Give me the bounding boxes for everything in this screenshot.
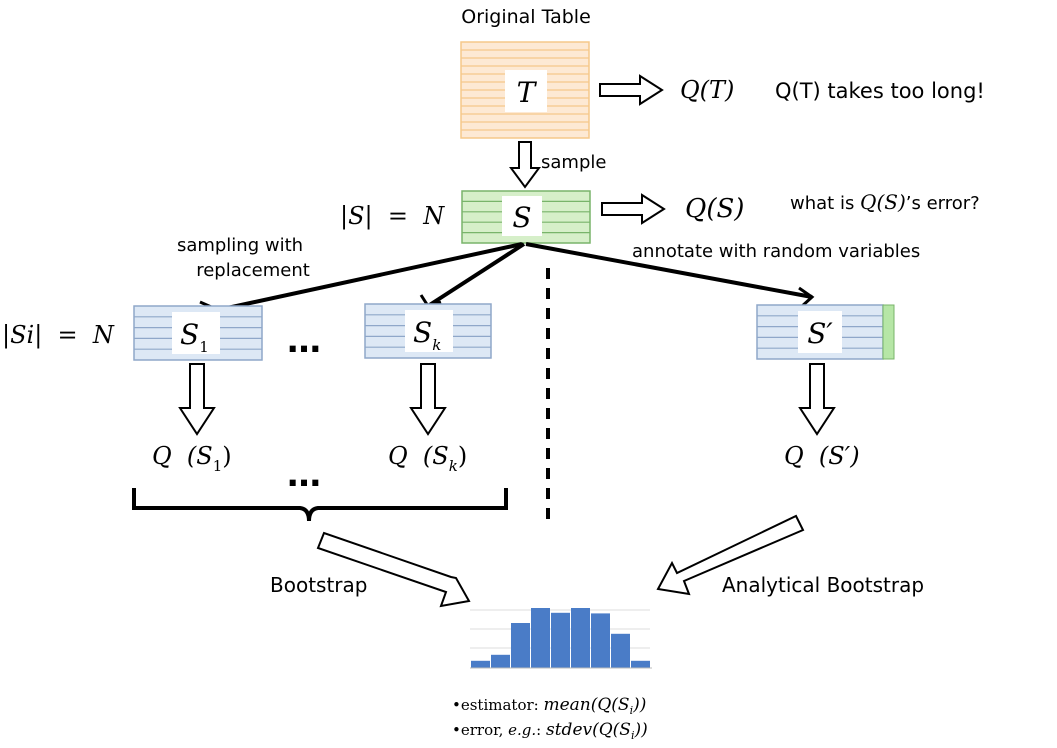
table-label-sprime: S′: [807, 317, 833, 350]
sample-table: S: [461, 190, 591, 244]
histogram-bar: [471, 660, 490, 668]
table-label-t: T: [517, 76, 538, 109]
query-t: Q(T): [680, 76, 734, 104]
annotated-table-sprime: S′: [756, 304, 895, 360]
resample-table-s1: S1: [133, 305, 263, 361]
histogram-bar: [511, 623, 530, 668]
query-sk: Q (Sk): [388, 442, 467, 475]
histogram-bar: [531, 608, 550, 668]
resample-size: |Si| = N: [2, 321, 115, 350]
arrow-right-icon: [601, 193, 666, 225]
arrow-right-icon: [599, 74, 664, 106]
histogram: [470, 608, 652, 669]
histogram-bar: [591, 613, 610, 668]
error-question: what is Q(S)’s error?: [790, 190, 980, 214]
table-label-sk: Sk: [413, 316, 441, 354]
original-table-title: Original Table: [461, 6, 591, 28]
histogram-bar: [631, 660, 650, 668]
estimator-note: •estimator: mean(Q(Si)): [452, 695, 646, 717]
table-label-s1: S1: [180, 318, 209, 356]
arrow-diagonal-icon: [316, 531, 471, 608]
histogram-bar: [491, 654, 510, 668]
query-t-slow-text: Q(T) takes too long!: [775, 79, 985, 103]
arrow-down-icon: [409, 363, 447, 436]
brace-icon: [132, 488, 508, 522]
table-label-s: S: [512, 201, 531, 234]
original-table: T: [460, 41, 590, 139]
sampling-with-replacement-line1: sampling with: [177, 235, 303, 256]
error-note: •error, e.g.: stdev(Q(Si)): [452, 720, 648, 742]
sample-size: |S| = N: [340, 202, 445, 231]
bootstrap-label: Bootstrap: [270, 573, 367, 597]
ellipsis-results: …: [287, 455, 321, 495]
histogram-bar: [571, 608, 590, 668]
query-s: Q(S): [685, 194, 744, 224]
sampling-with-replacement-line2: replacement: [196, 260, 310, 281]
annotate-label: annotate with random variables: [632, 241, 920, 262]
ellipsis-tables: …: [287, 321, 321, 361]
resample-table-sk: Sk: [364, 303, 492, 359]
query-s1: Q (S1): [152, 442, 232, 475]
histogram-bar: [611, 633, 630, 668]
query-sprime: Q (S′): [784, 442, 860, 470]
arrow-down-icon: [178, 363, 216, 436]
arrow-diagonal-icon: [656, 514, 805, 596]
analytical-bootstrap-label: Analytical Bootstrap: [722, 573, 924, 597]
histogram-bar: [551, 612, 570, 668]
sample-label: sample: [541, 152, 606, 173]
arrow-down-icon: [798, 363, 836, 436]
arrow-down-icon: [509, 141, 541, 189]
